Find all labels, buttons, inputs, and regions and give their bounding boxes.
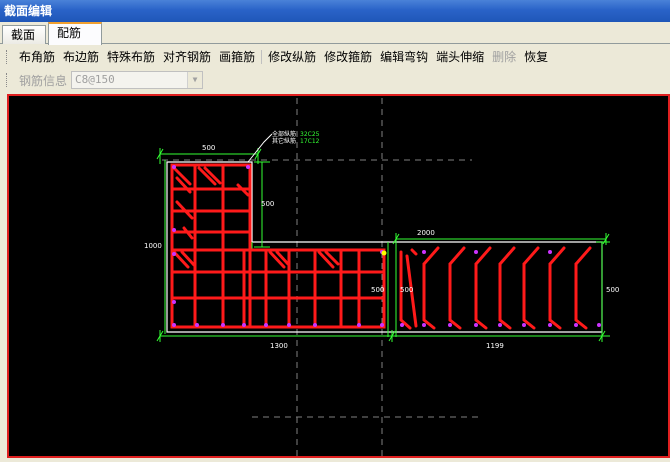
toolbar-separator bbox=[261, 50, 263, 64]
selected-bar-point bbox=[381, 250, 387, 256]
dim-right-web: 500 bbox=[400, 286, 413, 294]
dim-top-right: 2000 bbox=[417, 229, 435, 237]
restore-button[interactable]: 恢复 bbox=[524, 50, 549, 64]
align-rebar-button[interactable]: 对齐钢筋 bbox=[163, 50, 212, 64]
chevron-down-icon[interactable]: ▼ bbox=[187, 72, 203, 88]
toolbar-grip[interactable] bbox=[6, 73, 9, 87]
rebar-info-select[interactable]: C8@150 ▼ bbox=[71, 71, 204, 89]
tab-strip: 截面 配筋 bbox=[0, 22, 670, 45]
dim-bottom-left: 1300 bbox=[270, 342, 288, 350]
dimension-lines bbox=[156, 148, 610, 342]
dim-bottom-right: 1199 bbox=[486, 342, 504, 350]
dim-left-total: 1000 bbox=[144, 242, 162, 250]
end-extend-button[interactable]: 端头伸缩 bbox=[436, 50, 485, 64]
note-2-value: 17C12 bbox=[300, 138, 320, 145]
special-rebar-button[interactable]: 特殊布筋 bbox=[107, 50, 156, 64]
draw-stirrup-button[interactable]: 画箍筋 bbox=[219, 50, 256, 64]
note-1-value: 32C25 bbox=[300, 131, 320, 138]
toolbar-grip[interactable] bbox=[6, 50, 9, 64]
note-2-label: 其它纵筋 bbox=[272, 137, 296, 145]
dim-vertical-small: 500 bbox=[261, 200, 274, 208]
edit-hook-button[interactable]: 编辑弯钩 bbox=[380, 50, 429, 64]
note-1-label: 全部纵筋 bbox=[272, 130, 296, 138]
end-segment-ties bbox=[399, 246, 592, 330]
edit-longitudinal-button[interactable]: 修改纵筋 bbox=[268, 50, 317, 64]
rebar-info-toolbar: 钢筋信息 C8@150 ▼ bbox=[0, 68, 670, 92]
center-lines bbox=[162, 98, 482, 456]
dimension-texts: 500 500 1000 2000 500 500 500 1300 1199 bbox=[144, 144, 619, 350]
tab-reinforcement[interactable]: 配筋 bbox=[48, 22, 102, 45]
rebar-annotation: 全部纵筋 32C25 其它纵筋 17C12 bbox=[272, 130, 320, 145]
rebar-info-label: 钢筋信息 bbox=[19, 73, 68, 88]
tab-section[interactable]: 截面 bbox=[2, 25, 46, 44]
drawing-canvas[interactable]: 500 500 1000 2000 500 500 500 1300 1199 … bbox=[7, 94, 670, 458]
edit-stirrup-button[interactable]: 修改箍筋 bbox=[324, 50, 373, 64]
stirrup-rebars bbox=[170, 163, 386, 329]
corner-rebar-button[interactable]: 布角筋 bbox=[19, 50, 56, 64]
dim-right-end: 500 bbox=[606, 286, 619, 294]
dim-top-left: 500 bbox=[202, 144, 215, 152]
section-drawing: 500 500 1000 2000 500 500 500 1300 1199 … bbox=[144, 98, 619, 456]
dim-mid-vertical: 500 bbox=[371, 286, 384, 294]
annotation-leader bbox=[247, 133, 273, 163]
edge-rebar-button[interactable]: 布边筋 bbox=[63, 50, 100, 64]
rebar-toolbar: 布角筋 布边筋 特殊布筋 对齐钢筋 画箍筋 修改纵筋 修改箍筋 编辑弯钩 端头伸… bbox=[0, 45, 670, 69]
rebar-info-value: C8@150 bbox=[75, 73, 115, 86]
delete-button[interactable]: 删除 bbox=[492, 50, 517, 64]
window-title: 截面编辑 bbox=[0, 0, 670, 22]
